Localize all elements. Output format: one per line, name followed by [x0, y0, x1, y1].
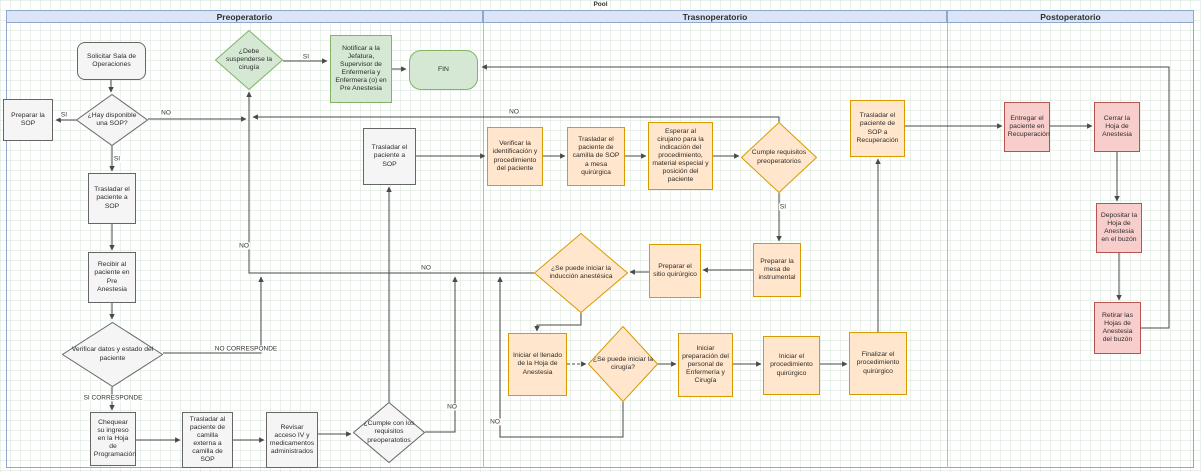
node-chequear-ingreso[interactable]: Chequear su ingreso en la Hoja de Progra… [90, 412, 136, 466]
edge-label: SI [59, 111, 69, 119]
edge-34 [481, 64, 1170, 329]
edge-14 [425, 276, 458, 433]
node-label: Preparar la SOP [11, 111, 45, 127]
node-depositar-buzon[interactable]: Depositar la Hoja de Anestesia en el buz… [1096, 203, 1142, 253]
node-entregar-recuperacion[interactable]: Entregar el paciente en Recuperación [1004, 102, 1050, 152]
lane-separator [483, 23, 484, 468]
node-label: Iniciar preparación del personal de Enfe… [682, 344, 729, 385]
node-label: Notificar a la Jefatura, Supervisor de E… [335, 44, 387, 93]
node-label: Esperar al cirujano para la indicación d… [652, 127, 709, 184]
edge-label: NO [160, 109, 172, 117]
edge-15 [246, 91, 534, 274]
node-label: ¿Se puede iniciar la inducción anestésic… [549, 264, 613, 280]
node-label: Preparar el sitio quirúrgico [653, 262, 697, 278]
node-label: FIN [438, 65, 449, 73]
node-mesa-instrumental[interactable]: Preparar la mesa de instrumental [753, 243, 801, 297]
node-esperar-cirujano[interactable]: Esperar al cirujano para la indicación d… [648, 122, 713, 190]
diamond-shape [353, 402, 425, 463]
node-solicitar-sala[interactable]: Solicitar Sala de Operaciones [77, 42, 146, 80]
node-cumple-requisitos[interactable]: Cumple requisitos preoperatorios [741, 122, 817, 193]
node-label: ¿Debe suspenderse la cirugía [225, 47, 273, 71]
diamond-shape [76, 94, 148, 146]
node-sop-recuperacion[interactable]: Trasladar el paciente de SOP a Recuperac… [850, 100, 905, 157]
node-verificar-datos[interactable]: Verificar datos y estado del paciente [62, 322, 163, 387]
edge-label: NO CORRESPONDE [213, 345, 279, 353]
edge-label: SI [301, 53, 311, 61]
node-sitio-quirurgico[interactable]: Preparar el sitio quirúrgico [649, 244, 701, 298]
node-label: Iniciar el llenado de la Hoja de Anestes… [512, 352, 563, 376]
node-recibir-pre[interactable]: Recibir al paciente en Pre Anestesia [88, 252, 136, 303]
node-label: Depositar la Hoja de Anestesia en el buz… [1100, 211, 1138, 244]
node-label: Recibir al paciente en Pre Anestesia [94, 261, 130, 293]
node-label: Trasladar el paciente a SOP [94, 186, 130, 210]
node-label: ¿Hay disponible una SOP? [87, 111, 137, 127]
node-cumple-preop[interactable]: ¿Cumple con los requisitos preoperatotio… [353, 402, 425, 463]
node-llenado-hoja[interactable]: Iniciar el llenado de la Hoja de Anestes… [508, 333, 567, 396]
diamond-shape [534, 233, 628, 313]
node-iniciar-procedimiento[interactable]: Iniciar el procedimiento quirúrgico [763, 336, 820, 395]
node-induccion-anestesica[interactable]: ¿Se puede iniciar la inducción anestésic… [534, 233, 628, 313]
node-label: Trasladar al paciente de camilla externa… [189, 415, 226, 464]
lane-separator [947, 23, 948, 468]
edge-label: NO [508, 108, 520, 116]
node-debe-suspenderse[interactable]: ¿Debe suspenderse la cirugía [215, 30, 283, 90]
node-revisar-iv[interactable]: Revisar acceso IV y medicamentos adminis… [266, 412, 318, 468]
node-trasladar-sop-2[interactable]: Trasladar el paciente a SOP [363, 128, 416, 185]
edge-35 [497, 276, 624, 438]
node-label: Trasladar el paciente a SOP [371, 144, 408, 168]
node-label: Iniciar el procedimiento quirúrgico [770, 353, 813, 377]
lane-header-preoperatorio[interactable]: Preoperatorio [6, 10, 483, 23]
node-notificar-jefatura[interactable]: Notificar a la Jefatura, Supervisor de E… [330, 35, 392, 103]
node-label: Entregar el paciente en Recuperación [1007, 114, 1050, 138]
node-label: Verificar datos y estado del paciente [71, 346, 154, 362]
node-label: Preparar la mesa de instrumental [758, 257, 796, 281]
node-retirar-buzon[interactable]: Retirar las Hojas de Anestesia del buzón [1094, 302, 1141, 354]
node-iniciar-cirugia[interactable]: ¿Se puede iniciar la cirugía? [588, 326, 658, 402]
node-label: Solicitar Sala de Operaciones [86, 52, 137, 68]
node-label: Trasladar el paciente de SOP a Recuperac… [856, 112, 899, 144]
node-label: Chequear su ingreso en la Hoja de Progra… [93, 418, 137, 459]
pool-title: Pool [593, 1, 608, 8]
edge-label: SI CORRESPONDE [82, 394, 144, 402]
edge-label: NO [420, 264, 432, 272]
node-verificar-id[interactable]: Verificar la identificación y procedimie… [487, 127, 543, 186]
node-trasladar-sop-1[interactable]: Trasladar el paciente a SOP [88, 173, 136, 224]
node-label: Trasladar el paciente de camilla de SOP … [572, 136, 620, 176]
node-label: Verificar la identificación y procedimie… [492, 140, 538, 172]
node-prep-personal[interactable]: Iniciar preparación del personal de Enfe… [678, 333, 733, 397]
diamond-shape [215, 30, 283, 90]
edge-24 [534, 313, 582, 332]
node-label: Revisar acceso IV y medicamentos adminis… [269, 423, 315, 456]
node-fin[interactable]: FIN [409, 50, 478, 90]
node-hay-disponible-sop[interactable]: ¿Hay disponible una SOP? [76, 94, 148, 146]
edge-label: NO [238, 242, 250, 250]
diamond-shape [62, 322, 163, 387]
node-label: ¿Cumple con los requisitos preoperatotio… [363, 420, 415, 444]
diamond-shape [588, 326, 658, 402]
lane-header-postoperatorio[interactable]: Postoperatorio [947, 10, 1194, 23]
node-cerrar-hoja[interactable]: Cerrar la Hoja de Anestesia [1094, 102, 1140, 152]
node-label: Cumple requisitos preoperatorios [751, 149, 807, 165]
node-label: Finalizar el procedimiento quirúrgico [856, 351, 900, 375]
node-camilla-externa[interactable]: Trasladar al paciente de camilla externa… [182, 412, 233, 468]
edge-label: SI [778, 203, 788, 211]
node-camilla-a-mesa[interactable]: Trasladar el paciente de camilla de SOP … [567, 127, 625, 186]
edge-8 [163, 276, 264, 354]
node-label: ¿Se puede iniciar la cirugía? [592, 355, 654, 371]
node-preparar-sop[interactable]: Preparar la SOP [3, 99, 53, 141]
edge-label: NO [446, 403, 458, 411]
edge-label: NO [489, 418, 501, 426]
node-label: Retirar las Hojas de Anestesia del buzón [1102, 311, 1133, 344]
diamond-shape [741, 122, 817, 193]
node-label: Cerrar la Hoja de Anestesia [1102, 114, 1132, 138]
edge-16 [252, 114, 780, 122]
node-finalizar-procedimiento[interactable]: Finalizar el procedimiento quirúrgico [849, 332, 907, 395]
edge-label: SI [112, 155, 122, 163]
lane-header-trasnoperatorio[interactable]: Trasnoperatorio [483, 10, 947, 23]
